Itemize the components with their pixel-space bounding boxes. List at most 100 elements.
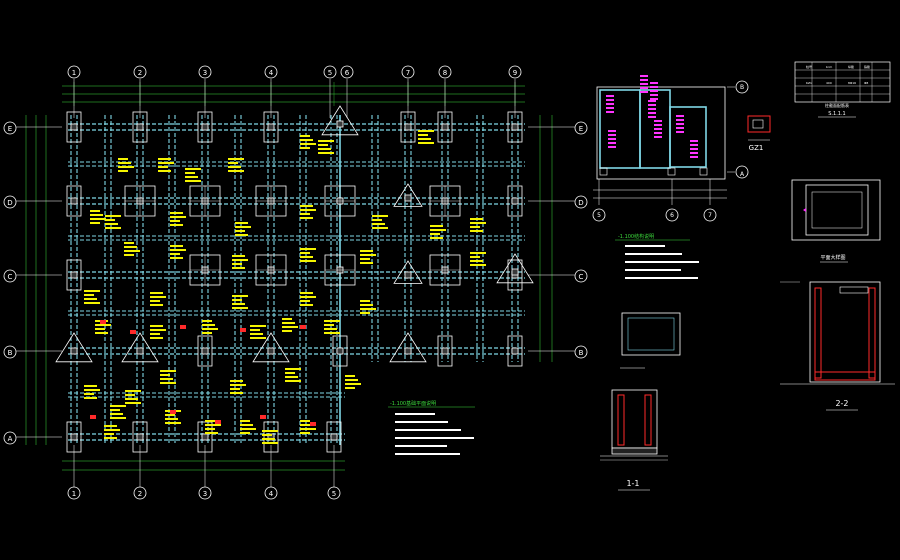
- section-base: [814, 371, 876, 381]
- annotation-text: [418, 130, 434, 132]
- annotation-text: [230, 392, 243, 394]
- footing: [197, 111, 213, 143]
- annotation-text: [84, 298, 97, 300]
- annotation-text: [185, 172, 195, 174]
- annotation-text: [360, 300, 370, 302]
- annotation-text: [185, 176, 198, 178]
- annotation-text: [160, 378, 173, 380]
- annotation-text: [300, 213, 310, 215]
- grid-bubble: [3, 121, 17, 135]
- section-wall: [617, 394, 625, 446]
- detail-annotation: [648, 104, 656, 106]
- annotation-text: [262, 442, 278, 444]
- triangular-footing: [389, 332, 427, 363]
- detail-column: [699, 167, 708, 176]
- annotation-text: [324, 328, 337, 330]
- annotation-text: [202, 324, 215, 326]
- detail-bubble: [735, 165, 749, 179]
- annotation-text: [95, 324, 111, 326]
- footing: [437, 111, 453, 143]
- column: [336, 347, 344, 355]
- grid-bubble: [133, 486, 147, 500]
- grid-bubble: [327, 486, 341, 500]
- annotation-text: [262, 434, 272, 436]
- grid-bubble: [3, 431, 17, 445]
- detail-annotation: [608, 134, 616, 136]
- annotation-text: [282, 318, 292, 320]
- footing: [66, 111, 82, 143]
- annotation-mark: [180, 325, 186, 329]
- annotation-text: [104, 429, 120, 431]
- detail-annotation: [640, 79, 648, 81]
- annotation-text: [160, 370, 176, 372]
- grid-bubble: [340, 65, 354, 79]
- annotation-text: [470, 256, 480, 258]
- plan-detail-outline: [791, 179, 881, 241]
- grid-bubble: [574, 345, 588, 359]
- annotation-text: [84, 385, 97, 387]
- plan-detail-inner: [805, 184, 869, 236]
- annotation-text: [110, 405, 126, 407]
- section-wall: [814, 287, 822, 379]
- annotation-text: [105, 223, 118, 225]
- annotation-text: [170, 216, 186, 218]
- detail-annotation: [606, 95, 614, 97]
- annotation-text: [118, 162, 131, 164]
- detail-column: [599, 167, 608, 176]
- annotation-text: [150, 296, 166, 298]
- annotation-text: [470, 264, 486, 266]
- annotation-text: [300, 205, 313, 207]
- note-line: [395, 429, 461, 431]
- footing: [132, 111, 148, 143]
- triangular-footing: [321, 105, 359, 136]
- annotation-text: [285, 372, 295, 374]
- annotation-text: [228, 162, 238, 164]
- annotation-text: [300, 135, 310, 137]
- grid-bubble: [3, 269, 17, 283]
- detail-annotation: [690, 152, 698, 154]
- annotation-text: [232, 307, 248, 309]
- annotation-text: [240, 428, 256, 430]
- annotation-mark: [300, 325, 306, 329]
- annotation-text: [430, 229, 446, 231]
- annotation-mark: [170, 410, 176, 414]
- annotation-mark: [310, 422, 316, 426]
- column: [330, 433, 338, 441]
- column: [441, 123, 449, 131]
- detail-outline: [596, 86, 726, 180]
- annotation-text: [124, 250, 140, 252]
- detail-annotation: [608, 146, 616, 148]
- grid-bubble: [198, 486, 212, 500]
- footing: [263, 421, 279, 453]
- section-base: [611, 447, 658, 455]
- annotation-text: [470, 260, 483, 262]
- annotation-text: [124, 242, 134, 244]
- annotation-text: [372, 219, 382, 221]
- triangular-footing: [496, 253, 534, 284]
- footing: [132, 421, 148, 453]
- annotation-text: [185, 168, 201, 170]
- annotation-text: [300, 256, 313, 258]
- column: [404, 271, 412, 279]
- grid-bubble: [67, 486, 81, 500]
- annotation-text: [124, 246, 137, 248]
- column: [404, 194, 412, 202]
- annotation-text: [285, 376, 298, 378]
- annotation-text: [205, 424, 221, 426]
- note-line: [625, 261, 699, 263]
- column: [70, 271, 78, 279]
- annotation-text: [360, 308, 376, 310]
- annotation-text: [430, 237, 443, 239]
- annotation-text: [240, 420, 250, 422]
- annotation-text: [300, 217, 313, 219]
- note-line: [625, 269, 681, 271]
- detail-annotation: [690, 144, 698, 146]
- grid-bubble: [438, 65, 452, 79]
- detail-annotation: [648, 108, 656, 110]
- annotation-text: [324, 332, 340, 334]
- column: [70, 347, 78, 355]
- footing: [507, 259, 523, 291]
- annotation-text: [170, 212, 183, 214]
- triangular-footing: [55, 332, 93, 363]
